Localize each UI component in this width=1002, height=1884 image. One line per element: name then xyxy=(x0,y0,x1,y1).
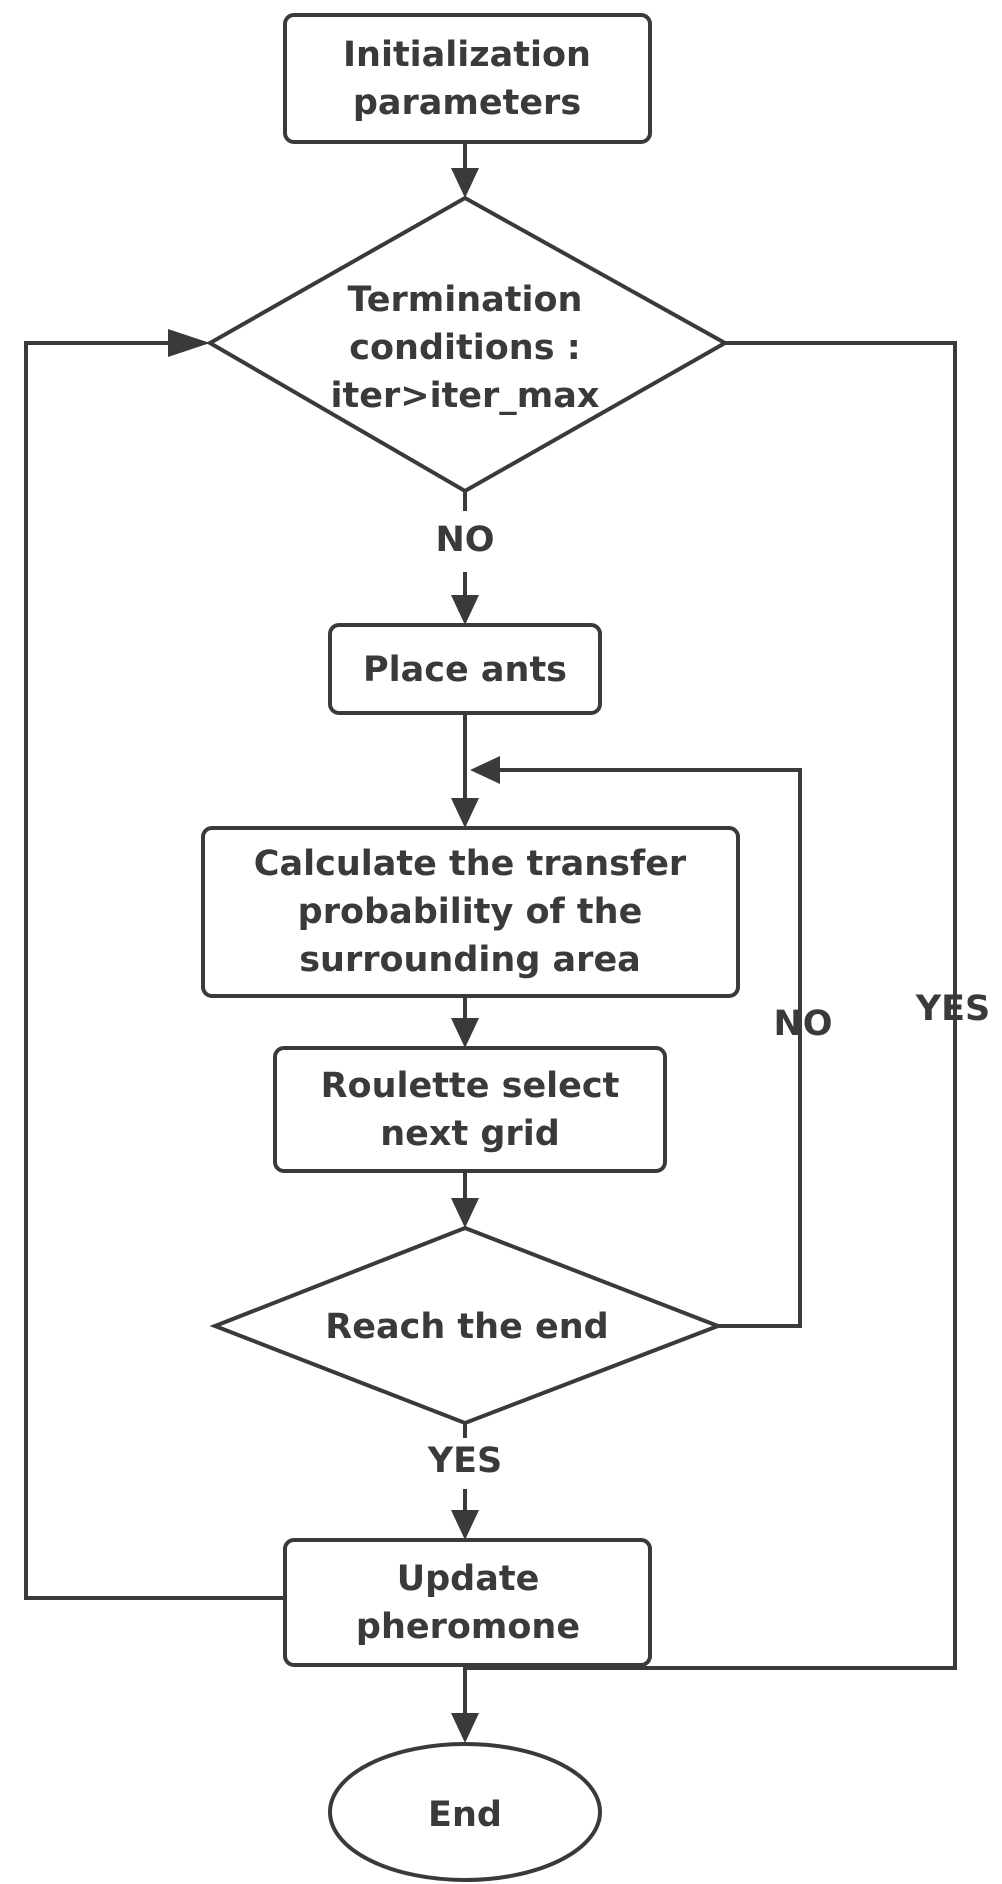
init-label-line-2: parameters xyxy=(353,83,581,123)
roulette-label-line-1: Roulette select xyxy=(321,1066,620,1106)
connector-termination-yes xyxy=(463,341,957,1722)
node-init: Initialization parameters xyxy=(283,13,652,144)
node-place: Place ants xyxy=(328,623,602,715)
node-calculate: Calculate the transfer probability of th… xyxy=(201,826,740,998)
termination-label-line-2: conditions : xyxy=(349,328,580,368)
arrowhead-reach-top xyxy=(451,1198,479,1228)
connector-update-to-termination xyxy=(24,341,285,1600)
arrowhead-place-top xyxy=(451,595,479,625)
arrowhead-calculate-top xyxy=(451,798,479,828)
init-box xyxy=(283,13,652,144)
arrowhead-termination-left xyxy=(168,329,210,357)
arrowhead-roulette-top xyxy=(451,1018,479,1048)
arrowhead-update-top xyxy=(451,1510,479,1540)
reach-label: Reach the end xyxy=(325,1307,608,1347)
reach-yes-label: YES xyxy=(427,1441,502,1481)
edge-labels: NO YES NO YES xyxy=(427,520,990,1481)
update-box xyxy=(283,1538,652,1667)
calculate-label-line-2: probability of the xyxy=(298,892,643,932)
arrowhead-loop-back xyxy=(470,756,500,784)
reach-diamond xyxy=(209,1225,724,1426)
calculate-label-line-1: Calculate the transfer xyxy=(254,844,687,884)
node-termination: Termination conditions : iter>iter_max xyxy=(205,195,730,494)
termination-label-line-3: iter>iter_max xyxy=(331,376,600,416)
roulette-box xyxy=(273,1046,667,1173)
connectors xyxy=(24,142,957,1743)
connector-reach-no-loop xyxy=(490,768,802,1328)
update-label-line-1: Update xyxy=(397,1559,540,1599)
calculate-box xyxy=(201,826,740,998)
node-update: Update pheromone xyxy=(283,1538,652,1667)
arrowhead-termination-top xyxy=(451,168,479,198)
end-ellipse xyxy=(328,1742,602,1882)
reach-no-label: NO xyxy=(773,1004,832,1044)
arrowhead-end-top xyxy=(451,1713,479,1743)
place-box xyxy=(328,623,602,715)
termination-diamond xyxy=(205,195,730,494)
calculate-label-line-3: surrounding area xyxy=(299,940,641,980)
node-roulette: Roulette select next grid xyxy=(273,1046,667,1173)
node-end: End xyxy=(328,1742,602,1882)
end-label: End xyxy=(428,1795,502,1835)
init-label-line-1: Initialization xyxy=(343,35,591,75)
node-reach: Reach the end xyxy=(209,1225,724,1426)
termination-yes-label: YES xyxy=(915,989,990,1029)
termination-label-line-1: Termination xyxy=(348,280,583,320)
update-label-line-2: pheromone xyxy=(356,1607,580,1647)
place-label: Place ants xyxy=(363,650,567,690)
roulette-label-line-2: next grid xyxy=(380,1114,560,1154)
termination-no-label: NO xyxy=(435,520,494,560)
